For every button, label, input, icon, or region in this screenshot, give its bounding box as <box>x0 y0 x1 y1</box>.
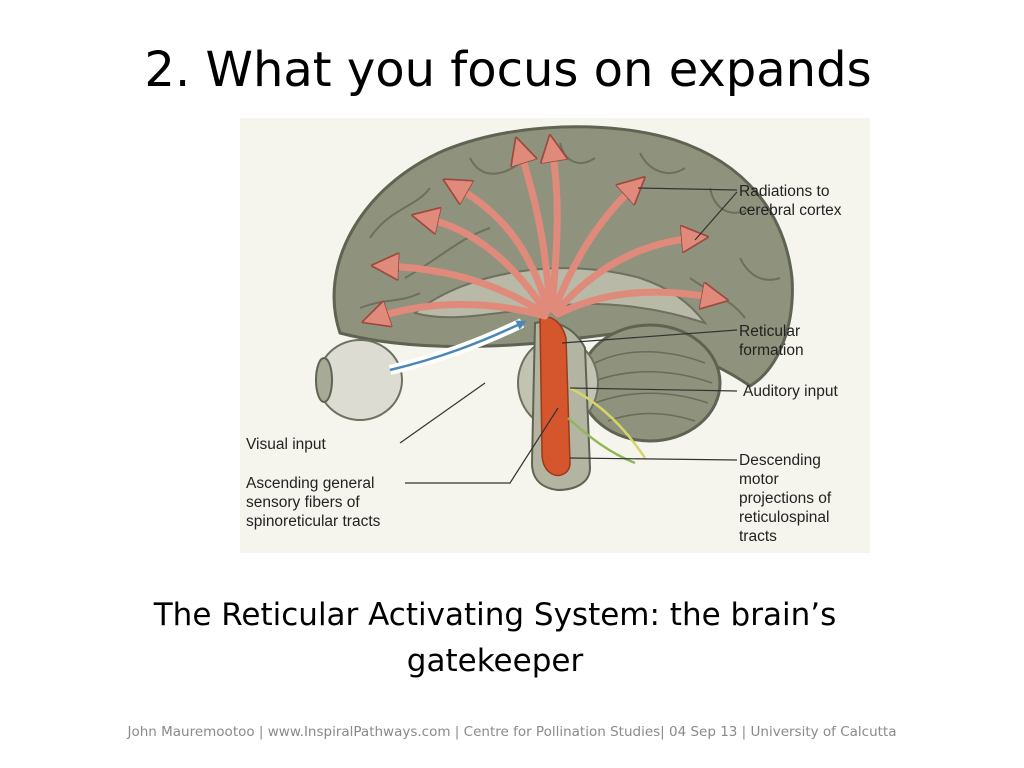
label-auditory-input: Auditory input <box>743 382 838 401</box>
figure-caption: The Reticular Activating System: the bra… <box>120 592 870 684</box>
eye-illustration <box>316 340 402 420</box>
label-ascending-fibers: Ascending general sensory fibers of spin… <box>246 474 380 531</box>
label-radiations: Radiations to cerebral cortex <box>739 182 842 220</box>
brain-diagram: Radiations to cerebral cortex Reticular … <box>240 118 870 553</box>
reticular-formation <box>540 317 570 475</box>
slide-title: 2. What you focus on expands <box>0 38 1016 102</box>
label-visual-input: Visual input <box>246 435 326 454</box>
slide-footer: John Mauremootoo | www.InspiralPathways.… <box>0 724 1024 740</box>
cerebellum <box>580 325 720 441</box>
label-reticular-formation: Reticular formation <box>739 322 804 360</box>
label-descending-projections: Descending motor projections of reticulo… <box>739 451 831 546</box>
